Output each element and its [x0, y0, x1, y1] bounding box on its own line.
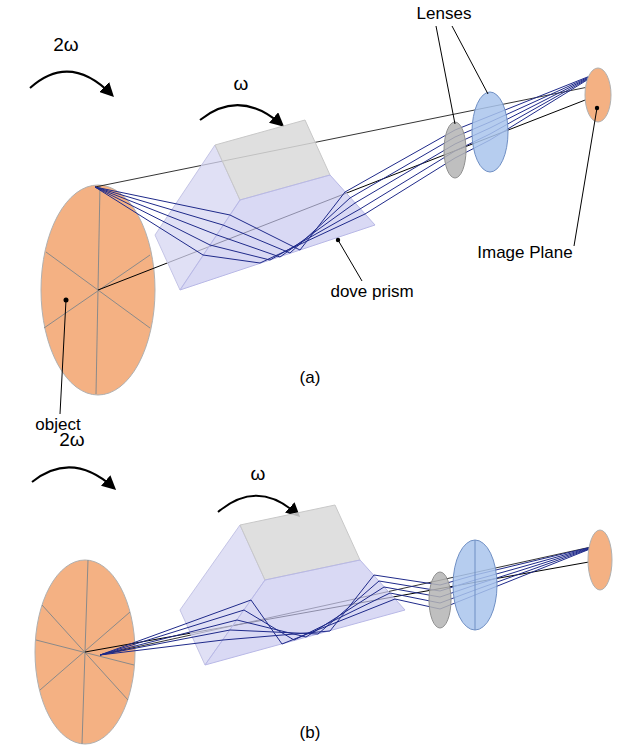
rotation-arrow	[32, 467, 114, 488]
rotation-arrow	[30, 72, 112, 95]
rotation-rate: 2ω	[59, 430, 84, 451]
light-ray	[95, 72, 600, 260]
rotation-arrow	[200, 105, 282, 125]
lens	[444, 122, 466, 178]
light-ray	[95, 72, 600, 257]
lens	[429, 572, 451, 628]
light-ray	[100, 545, 600, 655]
light-ray	[95, 72, 600, 263]
ray-bundle	[100, 545, 600, 655]
ray-bundle	[95, 72, 600, 263]
lens-mark	[475, 540, 476, 630]
image-plane	[588, 530, 612, 590]
leader-line	[574, 108, 597, 246]
light-ray	[100, 545, 600, 655]
rotation-rate: ω	[234, 74, 249, 95]
rotation-arrow	[218, 496, 298, 515]
part-label: (a)	[300, 369, 321, 388]
rotation-rate: 2ω	[53, 35, 78, 56]
rotation-rate: ω	[251, 464, 266, 485]
lens	[453, 540, 497, 630]
prism-face	[180, 175, 375, 290]
chief-ray	[95, 85, 598, 187]
image-plane	[585, 68, 611, 122]
light-ray	[95, 72, 600, 250]
light-ray	[100, 545, 600, 655]
leader-line	[452, 26, 488, 94]
optical-axis	[98, 95, 598, 290]
lens	[472, 92, 508, 172]
light-ray	[95, 72, 600, 253]
part-label: Image Plane	[477, 244, 572, 263]
leader-lines	[60, 26, 597, 414]
light-ray	[100, 545, 600, 655]
leader-line	[436, 26, 455, 124]
object-mark	[44, 255, 150, 328]
part-label: (b)	[300, 724, 321, 743]
leader-line	[338, 240, 362, 281]
part-label: dove prism	[330, 283, 413, 302]
leader-line	[60, 300, 66, 414]
part-label: Lenses	[417, 5, 472, 24]
light-ray	[100, 545, 600, 655]
